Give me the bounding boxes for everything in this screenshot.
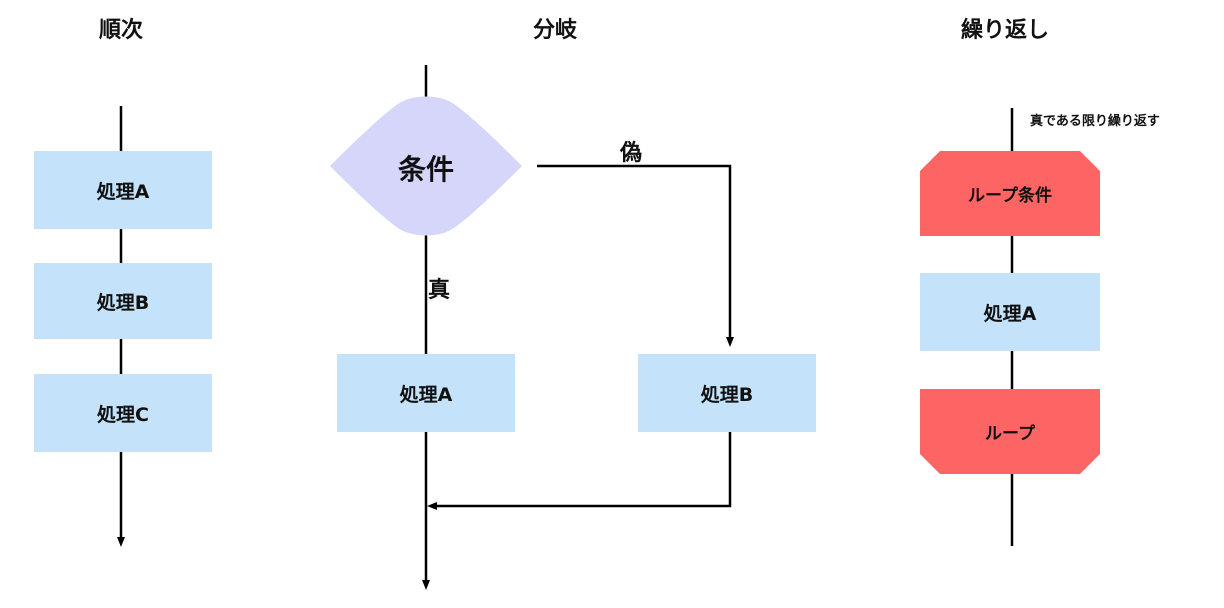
sequence-title: 順次 [98, 18, 143, 43]
loop-note: 真である限り繰り返す [1030, 114, 1160, 129]
sequence-step-c-label: 処理C [97, 403, 149, 426]
branch-false-step-label: 処理B [700, 383, 754, 406]
branch-title: 分岐 [532, 18, 577, 43]
decision-label: 条件 [397, 153, 454, 186]
false-label: 偽 [620, 141, 643, 166]
branch-true-step-label: 処理A [399, 383, 453, 406]
branch-merge-line [427, 432, 732, 510]
sequence-step-b: 処理B [34, 263, 212, 339]
sequence-step-c: 処理C [34, 374, 212, 452]
loop-title: 繰り返し [960, 18, 1049, 43]
branch-false-step: 処理B [638, 354, 816, 432]
decision-diamond [330, 96, 522, 236]
true-label: 真 [428, 278, 451, 303]
loop-start-shape [920, 151, 1100, 236]
loop-end-shape [920, 389, 1100, 474]
branch-true-step: 処理A [337, 354, 515, 432]
branch-false-line [537, 164, 734, 347]
loop-body-step: 処理A [920, 273, 1100, 351]
sequence-step-b-label: 処理B [96, 291, 150, 314]
loop-start-label: ループ条件 [968, 186, 1052, 206]
sequence-step-a-label: 処理A [96, 180, 150, 203]
loop-end-label-wrap: ループ [920, 389, 1100, 474]
sequence-step-a: 処理A [34, 151, 212, 229]
loop-start-label-wrap: ループ条件 [920, 151, 1100, 236]
loop-end-label: ループ [985, 424, 1035, 444]
loop-body-step-label: 処理A [983, 302, 1037, 325]
